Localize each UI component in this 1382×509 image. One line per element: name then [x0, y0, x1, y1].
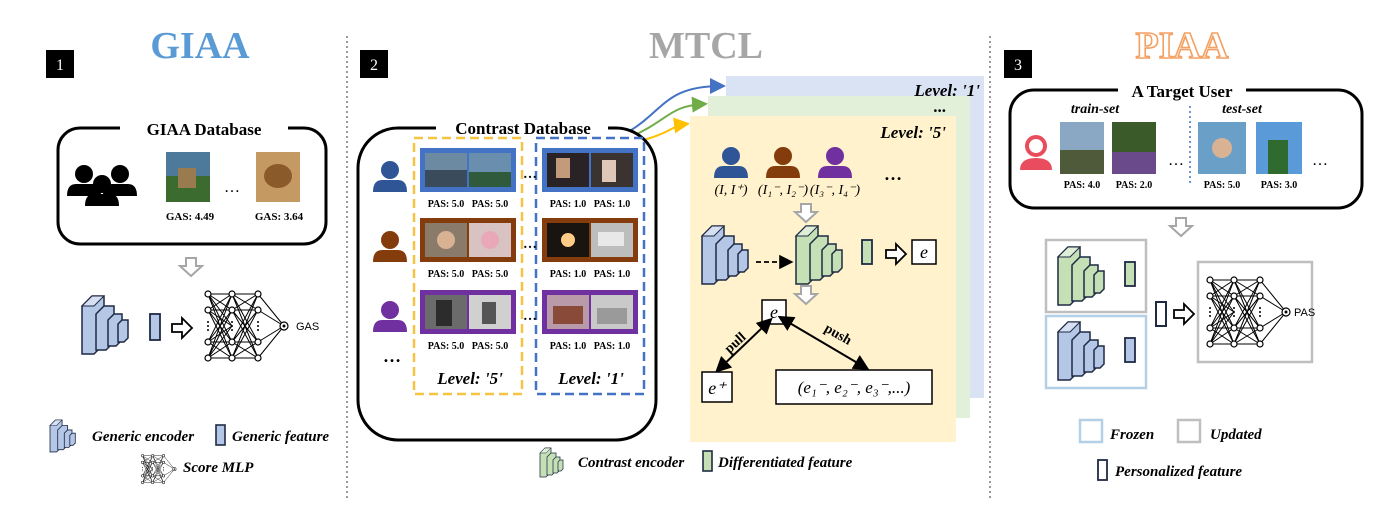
pas-label: PAS: 1.0 — [550, 269, 586, 280]
legend-frozen-icon — [1078, 418, 1104, 444]
pas-label: PAS: 5.0 — [472, 269, 508, 280]
panel-mtcl: 2 MTCL Level: '1' ... Level: '5' Contras… — [356, 25, 984, 478]
panel-title-giaa: GIAA — [150, 25, 250, 67]
embedding-label: e — [920, 242, 928, 262]
differentiated-feature-icon — [861, 239, 873, 265]
legend-updated-icon — [1176, 418, 1202, 444]
pair-positive: (I, I⁺) — [714, 183, 747, 198]
pair-negative-1: (I₁⁻, I₂⁻) — [758, 183, 809, 198]
train-set-label: train-set — [1071, 102, 1120, 117]
panel-number: 2 — [370, 57, 378, 74]
giaa-ellipsis: … — [224, 179, 240, 196]
panel-piaa: 3 PIAA A Target User train-set test-set … — [1004, 24, 1364, 481]
legend-generic-encoder: Generic encoder — [92, 429, 194, 445]
gas-score-2: GAS: 3.64 — [255, 211, 304, 223]
legend-mlp-icon — [141, 454, 177, 485]
pas-output-label: PAS — [1294, 307, 1315, 319]
gas-score-1: GAS: 4.49 — [166, 211, 215, 223]
pas-label: PAS: 5.0 — [472, 199, 508, 210]
legend-updated: Updated — [1210, 427, 1262, 443]
panel-number: 3 — [1014, 57, 1022, 74]
connector-level-mid — [627, 96, 708, 139]
train-ellipsis: … — [1168, 152, 1184, 169]
positive-embedding-label: e⁺ — [708, 378, 727, 398]
legend-personalized-feature: Personalized feature — [1115, 464, 1242, 480]
gas-output-label: GAS — [296, 321, 319, 333]
pas-label: PAS: 1.0 — [550, 341, 586, 352]
negative-embeddings-box — [775, 369, 933, 405]
pair-ellipsis: … — [523, 167, 537, 182]
pas-label: PAS: 1.0 — [594, 269, 630, 280]
negative-embeddings-label: (e₁⁻, e₂⁻, e₃⁻,...) — [798, 378, 911, 397]
panel-number-badge — [1004, 50, 1032, 78]
pas-label: PAS: 1.0 — [594, 199, 630, 210]
generic-feature-icon — [149, 313, 161, 341]
legend-generic-feature: Generic feature — [232, 429, 329, 445]
pas-label: PAS: 1.0 — [594, 341, 630, 352]
updated-mlp-box — [1196, 260, 1314, 364]
pas-label: PAS: 2.0 — [1116, 180, 1152, 191]
pas-label: PAS: 5.0 — [428, 199, 464, 210]
contrast-database-label: Contrast Database — [455, 119, 591, 138]
pas-label: PAS: 3.0 — [1261, 180, 1297, 191]
embedding-box — [911, 239, 937, 265]
legend-personalized-icon — [1097, 459, 1108, 481]
score-mlp-icon — [204, 290, 289, 362]
level-1-label: Level: '1' — [557, 369, 624, 388]
pas-label: PAS: 5.0 — [428, 269, 464, 280]
connector-level-1 — [627, 78, 726, 133]
pas-label: PAS: 5.0 — [1204, 180, 1240, 191]
legend-frozen: Frozen — [1109, 427, 1154, 443]
positive-embedding-box — [701, 371, 733, 403]
generic-encoder-icon — [81, 295, 129, 355]
target-user-label: A Target User — [1131, 82, 1233, 101]
pair-ellipsis: … — [523, 309, 537, 324]
level-5-label: Level: '5' — [436, 369, 503, 388]
down-arrow-icon — [1169, 217, 1193, 237]
pas-label: PAS: 1.0 — [550, 199, 586, 210]
stack-level-5: Level: '5' — [879, 123, 946, 142]
pas-label: PAS: 5.0 — [428, 341, 464, 352]
legend-contrast-encoder-icon — [539, 447, 564, 478]
right-arrow-icon — [1173, 303, 1195, 325]
legend-contrast-encoder: Contrast encoder — [578, 455, 684, 471]
differentiated-feature-icon — [1124, 261, 1136, 287]
legend-differentiated-feature: Differentiated feature — [717, 455, 853, 471]
legend-score-mlp: Score MLP — [183, 460, 254, 476]
users-ellipsis: … — [383, 346, 401, 366]
legend-feature-icon — [215, 424, 226, 446]
personalized-feature-icon — [1155, 301, 1167, 327]
panel-number-badge — [360, 50, 388, 78]
pas-label: PAS: 4.0 — [1064, 180, 1100, 191]
legend-diff-feature-icon — [702, 450, 713, 472]
pas-label: PAS: 5.0 — [472, 341, 508, 352]
panel-number: 1 — [56, 57, 64, 74]
stack-dots: ... — [933, 97, 946, 116]
image-pair-row-2 — [420, 218, 638, 262]
generic-feature-icon — [1124, 337, 1136, 363]
pair-ellipsis: … — [523, 237, 537, 252]
giaa-database-label: GIAA Database — [147, 120, 262, 139]
test-set-label: test-set — [1222, 102, 1263, 117]
test-ellipsis: … — [1312, 152, 1328, 169]
panel-title-mtcl: MTCL — [649, 25, 763, 67]
pull-arrow — [715, 317, 773, 373]
anchor-embedding-label: e — [770, 302, 778, 322]
pair-negative-2: (I₃⁻, I₄⁻) — [810, 183, 861, 198]
stack-level-1: Level: '1' — [913, 81, 980, 100]
panel-number-badge — [46, 50, 74, 78]
legend-encoder-icon — [49, 419, 76, 453]
down-arrow-icon — [179, 257, 203, 277]
panel-giaa: 1 GIAA GIAA Database … GAS: 4.49 GAS: 3.… — [46, 25, 329, 485]
image-pair-row-3 — [420, 290, 638, 334]
push-arrow — [777, 315, 870, 371]
users-ellipsis: … — [884, 164, 902, 184]
panel-title-piaa: PIAA — [1136, 25, 1229, 67]
right-arrow-icon — [171, 317, 193, 339]
target-user-icon — [1020, 135, 1052, 170]
image-pair-row-1 — [420, 148, 638, 192]
